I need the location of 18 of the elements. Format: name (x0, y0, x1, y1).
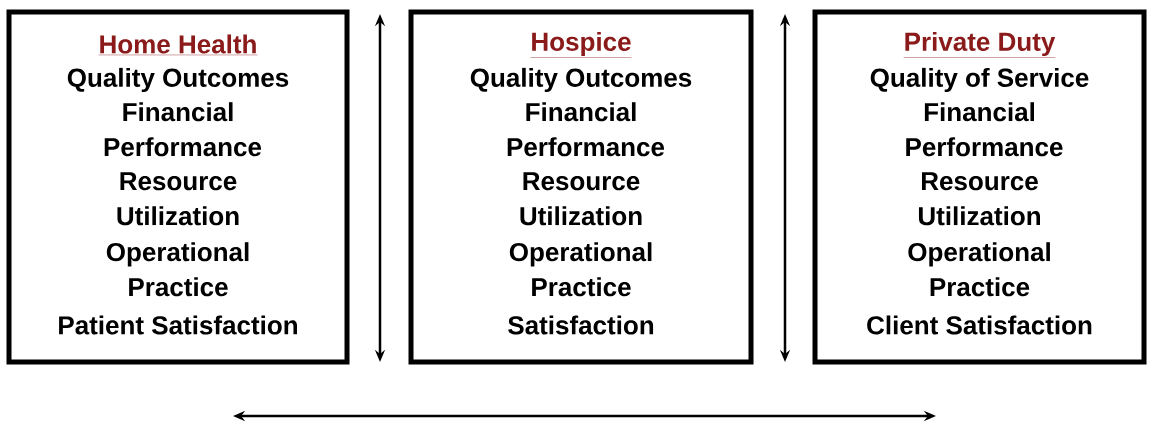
list-item: Quality Outcomes (67, 67, 289, 93)
list-item: Operational Practice (908, 242, 1050, 297)
list-item: Client Satisfaction (867, 315, 1092, 335)
list-item: Quality Outcomes (470, 67, 692, 93)
list-item: Resource Utilization (520, 172, 642, 226)
list-item: Satisfaction (508, 315, 654, 335)
list-item: Operational Practice (106, 242, 249, 297)
heading: Home Health (98, 34, 258, 56)
list-item: Financial Performance (104, 102, 262, 157)
list-item: Patient Satisfaction (59, 315, 297, 335)
heading: Private Duty (903, 31, 1056, 58)
list-item: Resource Utilization (117, 172, 239, 226)
list-item: Quality of Service (870, 67, 1089, 93)
heading: Hospice (530, 31, 632, 58)
list-item: Financial Performance (906, 102, 1063, 157)
list-item: Operational Practice (509, 242, 652, 297)
list-item: Financial Performance (507, 102, 665, 157)
list-item: Resource Utilization (918, 172, 1040, 226)
